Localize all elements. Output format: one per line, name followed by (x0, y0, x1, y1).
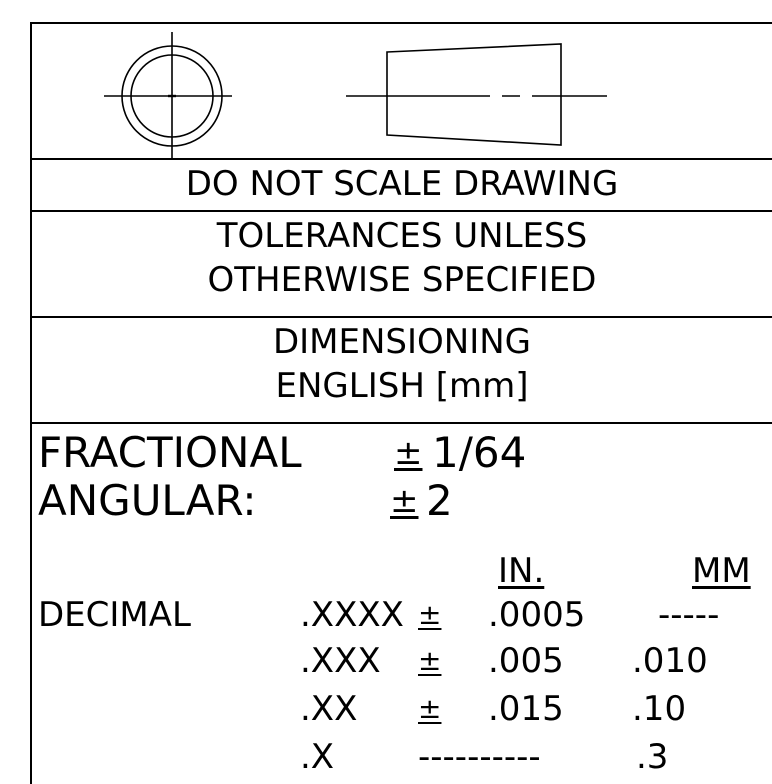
column-header-in: IN. (498, 551, 545, 591)
column-header-mm: MM (692, 551, 751, 591)
decimal-plus-minus: ± (418, 692, 442, 725)
angular-plus-minus: ± (390, 481, 419, 521)
divider-1 (30, 158, 772, 160)
divider-4 (30, 422, 772, 424)
dimensioning-note-line1: DIMENSIONING (272, 322, 532, 362)
decimal-places: .XXXX (300, 595, 404, 635)
divider-2 (30, 210, 772, 212)
decimal-mm-value: .10 (632, 689, 687, 729)
decimal-in-value: .0005 (488, 595, 586, 635)
border-left (30, 22, 32, 784)
decimal-label: DECIMAL (38, 595, 191, 635)
decimal-in-value: .015 (488, 689, 564, 729)
circle-view-icon (104, 32, 232, 158)
dimensioning-note-line2: ENGLISH [mm] (275, 366, 529, 406)
fractional-label: FRACTIONAL (38, 428, 302, 477)
fractional-plus-minus: ± (394, 433, 423, 473)
tolerances-note-line2: OTHERWISE SPECIFIED (207, 260, 597, 300)
decimal-places: .X (300, 737, 335, 777)
decimal-plus-minus: ± (418, 598, 442, 631)
decimal-mm-value: .010 (632, 641, 708, 681)
projection-symbol (104, 32, 607, 158)
fractional-value: 1/64 (432, 428, 527, 477)
angular-value: 2 (426, 476, 453, 525)
cone-view-icon (346, 43, 607, 146)
decimal-places: .XXX (300, 641, 381, 681)
decimal-in-value: .005 (488, 641, 564, 681)
decimal-places: .XX (300, 689, 358, 729)
decimal-in-value: ---------- (418, 737, 541, 777)
divider-3 (30, 316, 772, 318)
angular-label: ANGULAR: (38, 476, 257, 525)
decimal-mm-value: ----- (658, 595, 720, 635)
border-top (30, 22, 772, 24)
no-scale-note: DO NOT SCALE DRAWING (185, 164, 619, 204)
decimal-plus-minus: ± (418, 644, 442, 677)
decimal-mm-value: .3 (636, 737, 669, 777)
tolerances-note-line1: TOLERANCES UNLESS (216, 216, 588, 256)
